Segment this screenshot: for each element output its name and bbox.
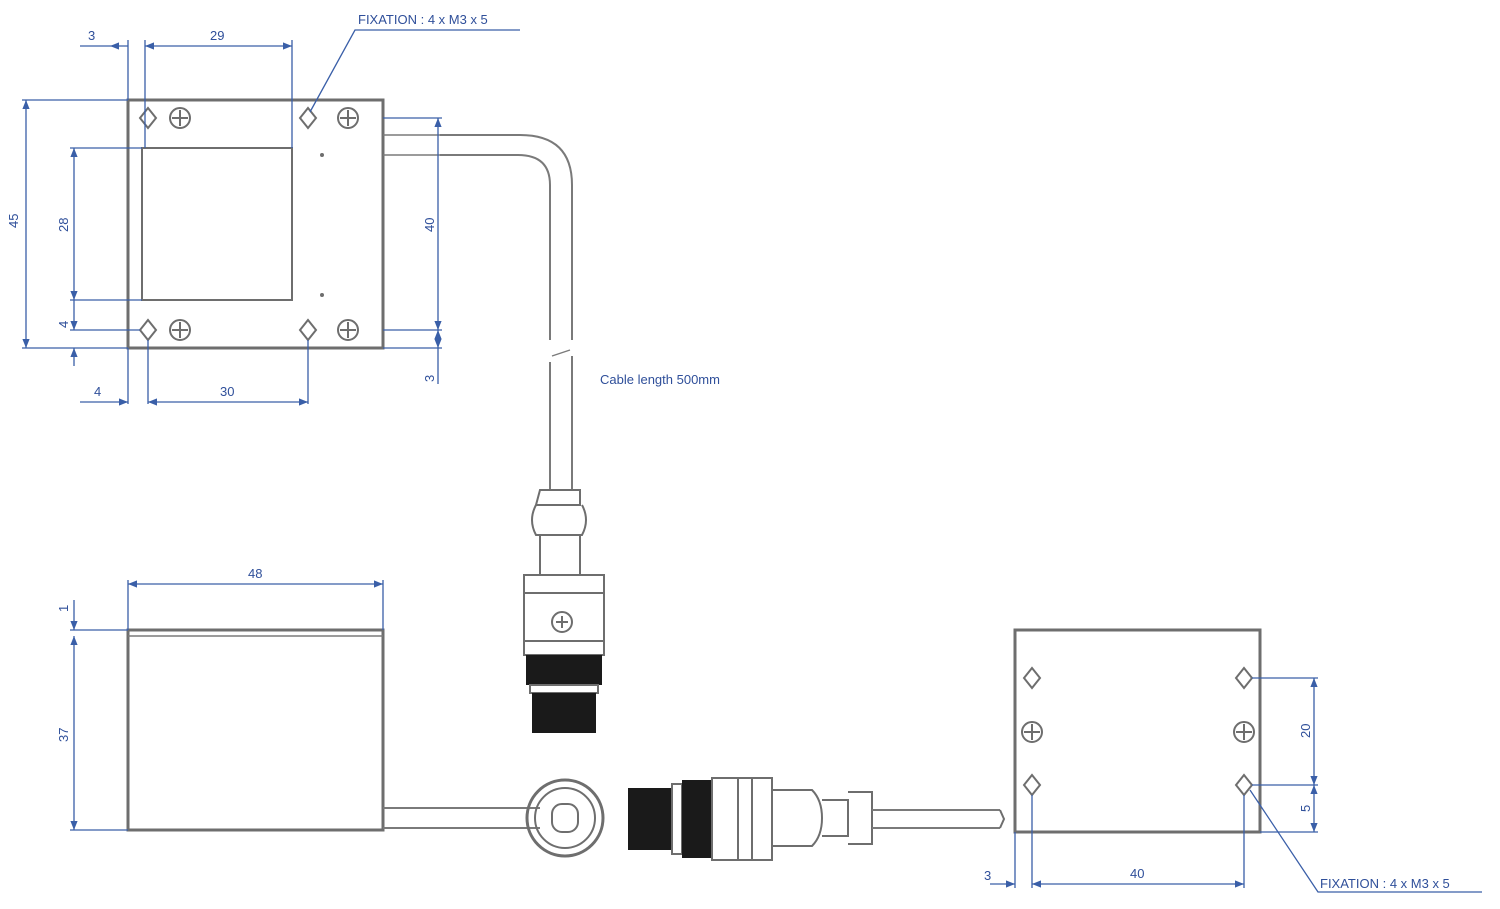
svg-text:FIXATION : 4 x M3 x 5: FIXATION : 4 x M3 x 5 xyxy=(1320,876,1450,891)
svg-text:29: 29 xyxy=(210,28,224,43)
svg-text:40: 40 xyxy=(422,218,437,232)
side-cable xyxy=(383,807,540,829)
svg-text:FIXATION : 4 x M3 x 5: FIXATION : 4 x M3 x 5 xyxy=(358,12,488,27)
svg-text:30: 30 xyxy=(220,384,234,399)
svg-text:45: 45 xyxy=(6,214,21,228)
dimension-right-40: 40 xyxy=(383,117,442,331)
svg-text:37: 37 xyxy=(56,728,71,742)
end-view-plate xyxy=(1013,628,1262,834)
dimension-left-28: 28 xyxy=(56,147,142,301)
svg-text:40: 40 xyxy=(1130,866,1144,881)
svg-text:20: 20 xyxy=(1298,724,1313,738)
dimension-top-3: 3 xyxy=(80,28,128,50)
dimension-end-40: 40 xyxy=(1032,866,1244,888)
hole-top-left-screw xyxy=(169,107,191,129)
m8-connector-vertical xyxy=(523,489,605,733)
dimension-side-37: 37 xyxy=(56,636,128,831)
svg-text:48: 48 xyxy=(248,566,262,581)
side-view: 48 1 37 xyxy=(56,566,605,858)
end-hole-4 xyxy=(1234,773,1254,797)
end-hole-2 xyxy=(1234,666,1254,690)
dimension-top-29: 29 xyxy=(145,28,292,50)
hole-top-left-slot xyxy=(138,106,158,130)
hole-top-right-screw xyxy=(337,107,359,129)
end-screw-2 xyxy=(1233,721,1255,743)
top-view: 3 29 FIXATION : 4 x M3 x 5 45 28 4 xyxy=(6,12,520,406)
dimension-right-3: 3 xyxy=(383,330,442,384)
end-view: 20 5 3 40 FIXATION : 4 x M3 x 5 xyxy=(984,628,1482,893)
svg-text:4: 4 xyxy=(56,321,71,328)
svg-text:3: 3 xyxy=(984,868,991,883)
dimension-end-3: 3 xyxy=(984,868,1015,888)
hole-bottom-right-screw xyxy=(337,319,359,341)
dimension-bottom-4: 4 xyxy=(80,384,128,406)
dimension-left-4: 4 xyxy=(56,300,140,366)
svg-text:3: 3 xyxy=(422,375,437,382)
side-view-body xyxy=(126,628,385,832)
end-screw-1 xyxy=(1021,721,1043,743)
hole-bottom-right-slot xyxy=(298,318,318,342)
cable-exit-stub xyxy=(383,134,440,156)
fixation-callout-top: FIXATION : 4 x M3 x 5 xyxy=(309,12,520,113)
svg-text:28: 28 xyxy=(56,218,71,232)
fixation-callout-bottom: FIXATION : 4 x M3 x 5 xyxy=(1249,789,1482,893)
connector-end-face xyxy=(525,778,605,858)
svg-text:1: 1 xyxy=(56,605,71,612)
dimension-side-1: 1 xyxy=(56,600,128,631)
svg-text:5: 5 xyxy=(1298,805,1313,812)
dimension-side-48: 48 xyxy=(127,566,384,630)
dimension-end-20: 20 xyxy=(1298,678,1318,785)
sensor-window xyxy=(141,147,293,301)
cable xyxy=(440,134,573,490)
dimension-end-5: 5 xyxy=(1298,785,1318,832)
top-view-plate xyxy=(126,98,385,350)
svg-text:3: 3 xyxy=(88,28,95,43)
svg-text:4: 4 xyxy=(94,384,101,399)
hole-bottom-left-slot xyxy=(138,318,158,342)
hole-top-right-slot xyxy=(298,106,318,130)
end-hole-3 xyxy=(1022,773,1042,797)
m8-connector-horizontal xyxy=(628,777,1006,861)
hole-bottom-left-screw xyxy=(169,319,191,341)
cable-length-label: Cable length 500mm xyxy=(600,372,720,387)
dimension-bottom-30: 30 xyxy=(148,384,308,406)
end-hole-1 xyxy=(1022,666,1042,690)
dimension-left-45: 45 xyxy=(6,99,128,349)
